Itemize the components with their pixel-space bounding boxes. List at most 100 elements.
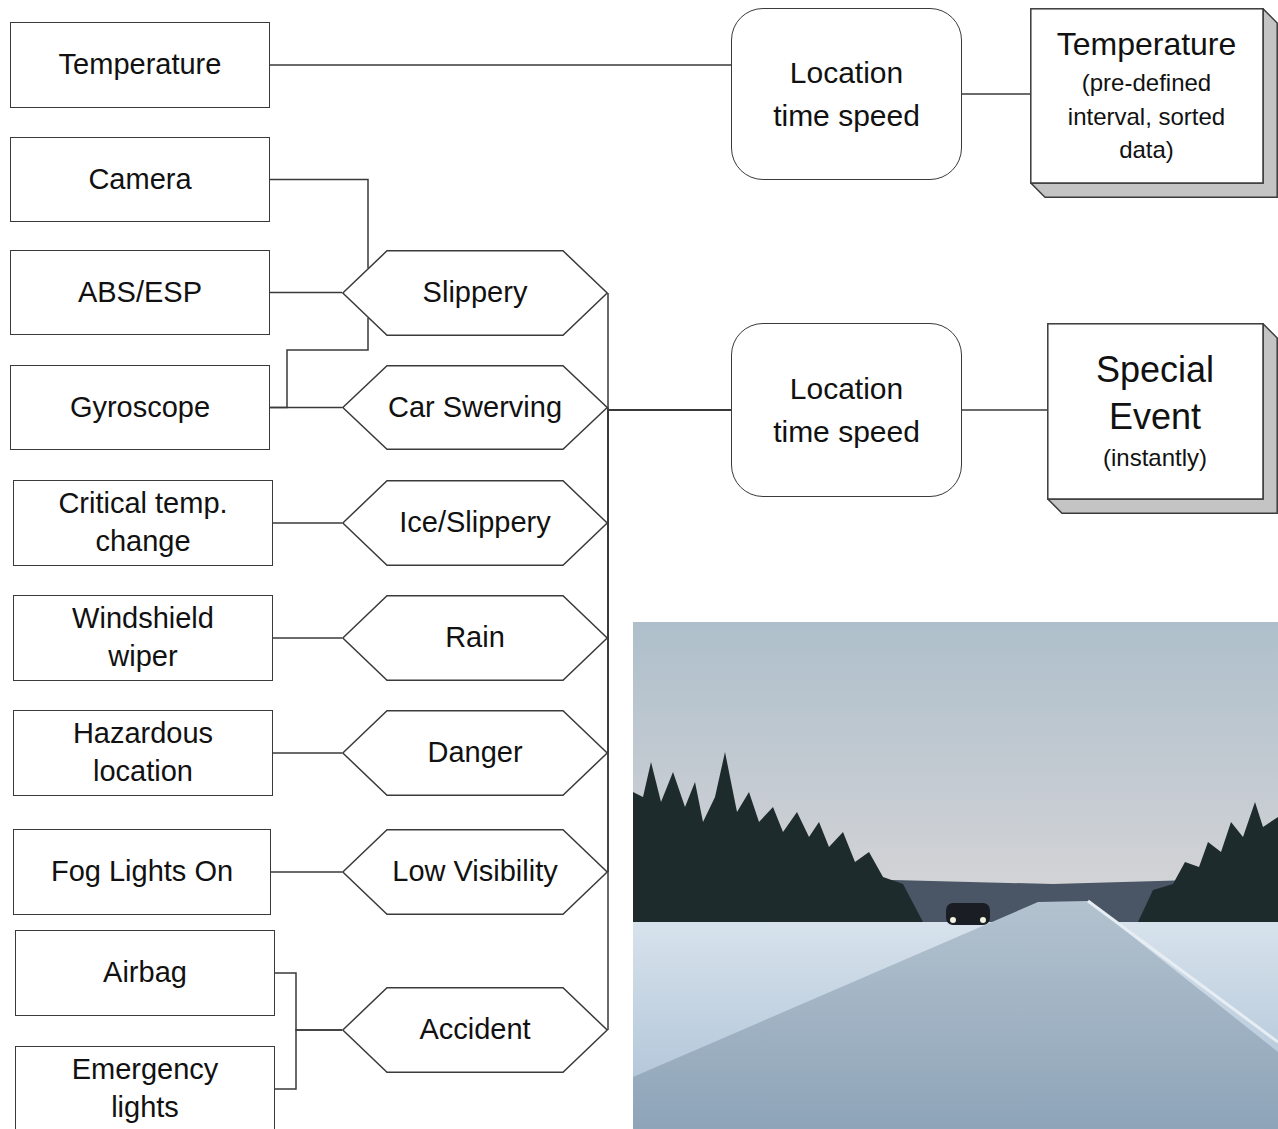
connector-line	[608, 410, 731, 872]
text-holder: Car Swerving	[342, 365, 608, 450]
node-label: Temperature	[59, 46, 222, 84]
road-edge	[1088, 901, 1278, 1042]
text-holder: Location time speed	[732, 324, 961, 496]
event-hexagon: Danger	[342, 710, 608, 796]
node-sublabel: (instantly)	[1103, 441, 1207, 475]
box-depth	[1048, 324, 1277, 513]
hexagon-shape	[343, 596, 607, 680]
text-holder: Gyroscope	[11, 366, 269, 449]
text-holder: Hazardous location	[14, 711, 272, 795]
node-label: Ice/Slippery	[399, 504, 551, 542]
connector-line	[273, 522, 342, 524]
node-label: Airbag	[103, 954, 187, 992]
hexagon-shape	[343, 830, 607, 914]
connector-line	[275, 1030, 342, 1089]
text-holder: Low Visibility	[342, 829, 608, 915]
node-label: Hazardous location	[43, 715, 243, 790]
car	[946, 903, 990, 925]
text-holder: Critical temp. change	[14, 481, 272, 565]
event-hexagon: Accident	[342, 987, 608, 1073]
text-holder: Slippery	[342, 250, 608, 336]
text-holder: Special Event(instantly)	[1047, 323, 1263, 499]
box-front	[1031, 9, 1263, 183]
output-box: Temperature(pre-defined interval, sorted…	[1030, 8, 1278, 198]
node-label: Temperature	[1057, 24, 1237, 66]
output-box: Special Event(instantly)	[1047, 323, 1278, 514]
connector-line	[608, 410, 731, 523]
sky	[633, 622, 1278, 1129]
hexagon-shape	[343, 711, 607, 795]
node-label: Rain	[445, 619, 505, 657]
node-label: Accident	[419, 1011, 530, 1049]
input-box: Camera	[10, 137, 270, 222]
connector-line	[962, 93, 1030, 95]
node-label: Camera	[88, 161, 191, 199]
hexagon-shape	[343, 988, 607, 1072]
connector-line	[273, 752, 342, 754]
node-label: Emergency lights	[45, 1051, 245, 1126]
node-label: Location time speed	[772, 367, 922, 454]
input-box: Emergency lights	[15, 1046, 275, 1129]
box-depth	[1031, 9, 1277, 197]
text-holder: Accident	[342, 987, 608, 1073]
hexagon-shape	[343, 366, 607, 449]
event-hexagon: Slippery	[342, 250, 608, 336]
input-box: Gyroscope	[10, 365, 270, 450]
hexagon-shape	[343, 251, 607, 335]
tree-line-left	[633, 752, 923, 922]
connector-line	[270, 407, 342, 409]
event-hexagon: Car Swerving	[342, 365, 608, 450]
text-holder: Fog Lights On	[14, 830, 270, 914]
node-label: Danger	[427, 734, 522, 772]
event-hexagon: Ice/Slippery	[342, 480, 608, 566]
text-holder: Camera	[11, 138, 269, 221]
input-box: Windshield wiper	[13, 595, 273, 681]
connector-line	[608, 410, 731, 753]
node-label: Windshield wiper	[43, 600, 243, 675]
connector-line	[273, 637, 342, 639]
text-holder: Rain	[342, 595, 608, 681]
text-holder: Ice/Slippery	[342, 480, 608, 566]
hexagon-shape	[343, 481, 607, 565]
text-holder: Location time speed	[732, 9, 961, 179]
input-box: Temperature	[10, 22, 270, 108]
data-box: Location time speed	[731, 8, 962, 180]
text-holder: Airbag	[16, 931, 274, 1015]
text-holder: Temperature	[11, 23, 269, 107]
text-holder: Windshield wiper	[14, 596, 272, 680]
text-holder: Emergency lights	[16, 1047, 274, 1129]
text-holder: Temperature(pre-defined interval, sorted…	[1030, 8, 1263, 183]
data-box: Location time speed	[731, 323, 962, 497]
text-holder: ABS/ESP	[11, 251, 269, 334]
box-front	[1048, 324, 1263, 499]
event-hexagon: Rain	[342, 595, 608, 681]
connector-line	[270, 318, 368, 408]
connector-line	[270, 180, 368, 269]
node-label: Critical temp. change	[43, 485, 243, 560]
event-hexagon: Low Visibility	[342, 829, 608, 915]
input-box: Fog Lights On	[13, 829, 271, 915]
node-label: Slippery	[423, 274, 528, 312]
connector-line	[275, 973, 342, 1030]
node-label: Fog Lights On	[51, 853, 233, 891]
connector-line	[271, 871, 342, 873]
connector-line	[608, 293, 731, 410]
road	[633, 901, 1278, 1129]
node-label: ABS/ESP	[78, 274, 202, 312]
node-label: Location time speed	[772, 51, 922, 138]
input-box: Airbag	[15, 930, 275, 1016]
connector-line	[608, 410, 731, 1030]
connector-line	[608, 410, 731, 638]
connector-line	[962, 409, 1047, 411]
road-photo	[633, 622, 1278, 1129]
headlight	[980, 917, 986, 923]
headlight	[950, 917, 956, 923]
input-box: ABS/ESP	[10, 250, 270, 335]
connector-line	[270, 292, 342, 294]
input-box: Hazardous location	[13, 710, 273, 796]
input-box: Critical temp. change	[13, 480, 273, 566]
node-label: Car Swerving	[388, 389, 562, 427]
node-label: Special Event	[1055, 347, 1255, 441]
node-sublabel: (pre-defined interval, sorted data)	[1049, 66, 1244, 167]
